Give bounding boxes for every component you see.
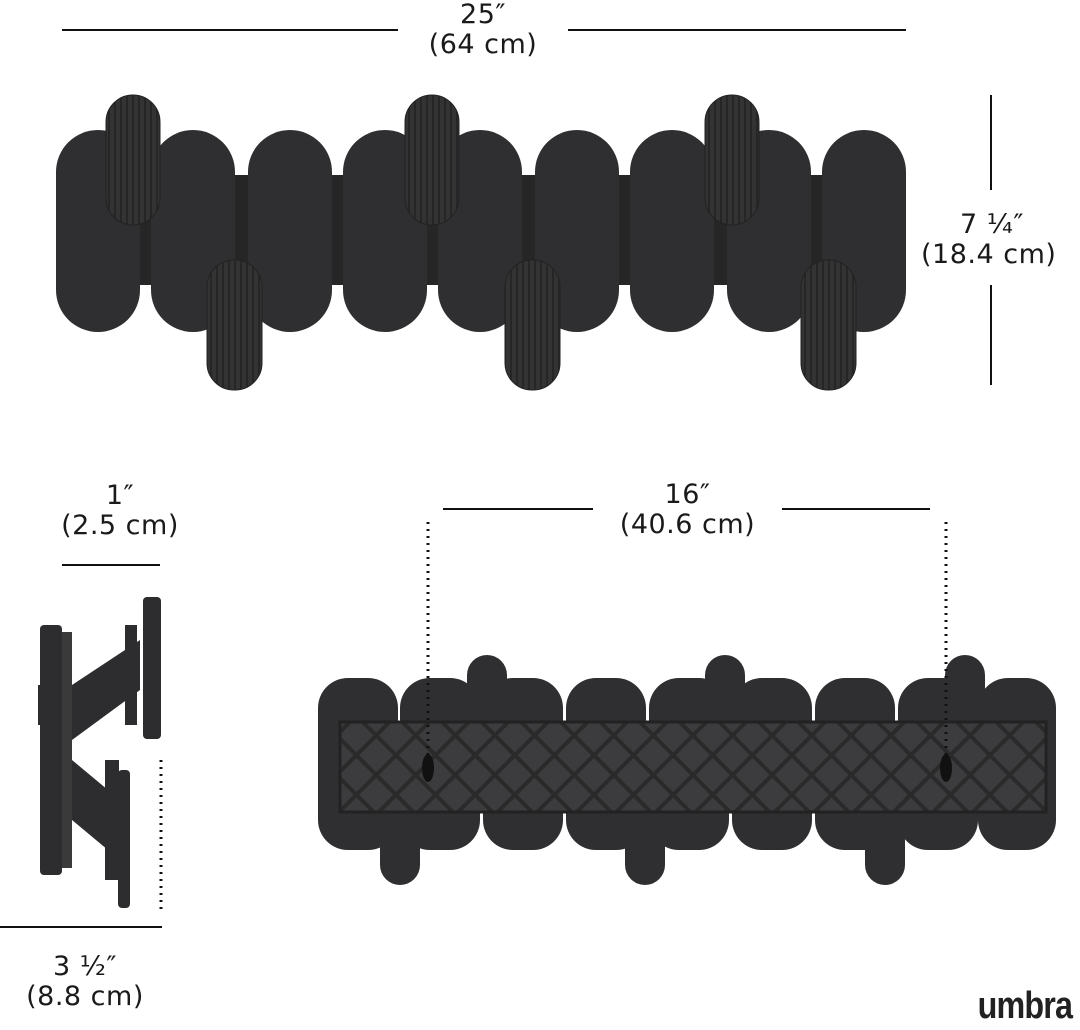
hook-depth-line [62,564,160,566]
height-label: 7 ¼″ (18.4 cm) [921,209,1080,270]
height-metric: (18.4 cm) [921,239,1057,270]
mount-spacing-imperial: 16″ [664,479,711,510]
total-depth-label: 3 ½″ (8.8 cm) [5,952,165,1012]
mount-spacing-label: 16″ (40.6 cm) [593,480,782,540]
total-depth-imperial: 3 ½″ [52,951,117,982]
mount-spacing-metric: (40.6 cm) [619,509,756,540]
width-dimension-line-left [62,29,398,31]
side-view [38,597,161,908]
spacing-line-right [782,508,930,510]
back-view [318,655,1056,885]
hook-depth-imperial: 1″ [105,480,135,511]
width-dimension-line-right [568,29,906,31]
front-view [56,94,906,391]
height-dimension-line-bottom [990,285,992,385]
keyhole-right [940,754,952,782]
height-dimension-line-top [990,95,992,190]
height-imperial: 7 ¼″ [960,209,1025,240]
total-depth-metric: (8.8 cm) [26,981,144,1012]
keyhole-left [422,754,434,782]
total-depth-line [0,926,162,928]
hook-depth-label: 1″ (2.5 cm) [40,481,200,541]
spacing-line-left [443,508,593,510]
width-metric: (64 cm) [428,29,538,60]
width-label: 25″ (64 cm) [398,0,568,60]
width-imperial: 25″ [460,0,506,30]
brand-logo: umbra [977,985,1073,1027]
hook-depth-metric: (2.5 cm) [61,510,179,541]
